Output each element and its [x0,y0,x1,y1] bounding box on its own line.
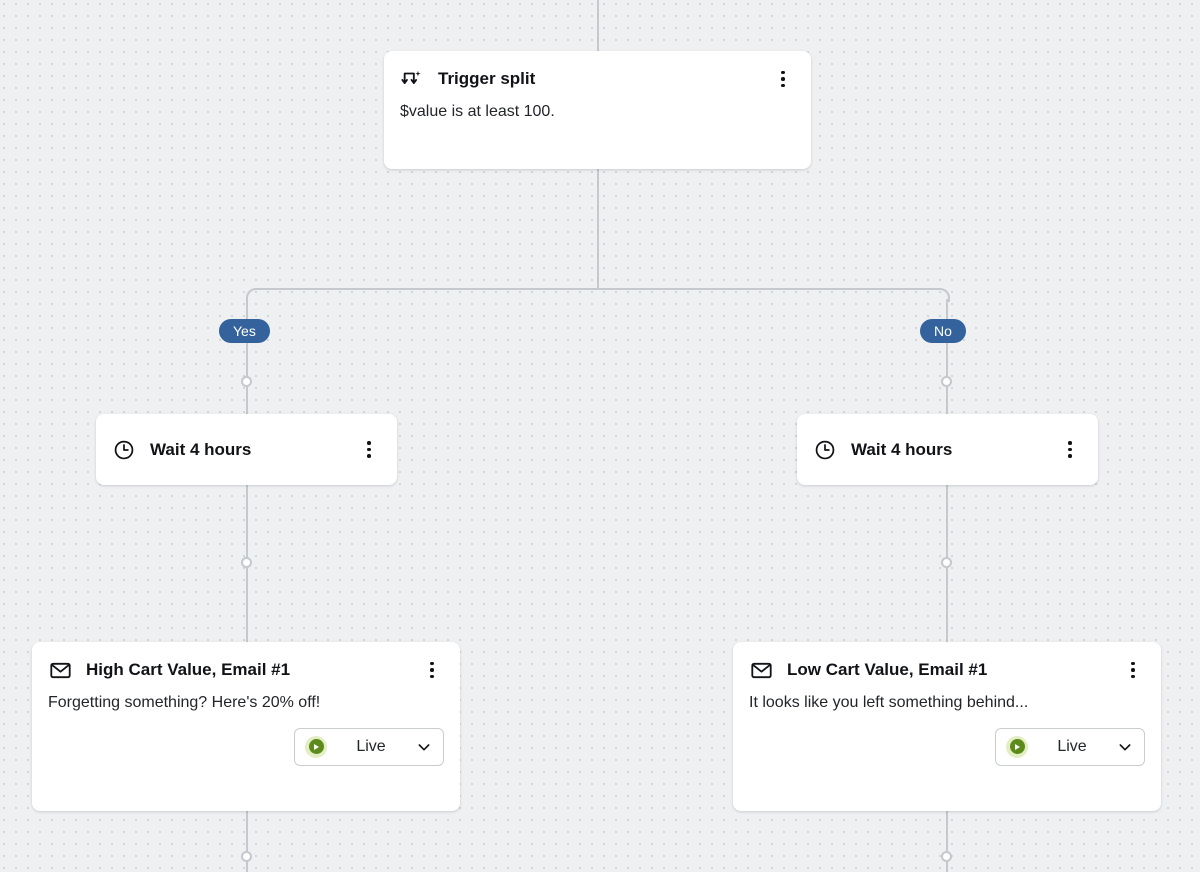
envelope-icon [48,658,72,682]
connector-trigger-out [597,169,599,289]
email-no-status-dropdown[interactable]: Live [995,727,1145,766]
email-no-header: Low Cart Value, Email #1 [733,642,1161,682]
node-card-email-high-cart[interactable]: High Cart Value, Email #1 Forgetting som… [32,642,460,811]
trigger-split-icon [400,67,424,91]
connector-trigger-in [597,0,599,51]
connector-yes-to-wait [246,299,248,414]
node-card-email-low-cart[interactable]: Low Cart Value, Email #1 It looks like y… [733,642,1161,811]
kebab-menu-icon[interactable] [1121,658,1145,682]
envelope-icon [749,658,773,682]
trigger-split-description: $value is at least 100. [400,103,555,120]
connector-no-to-wait [946,299,948,414]
kebab-menu-icon[interactable] [420,658,444,682]
wait-no-title: Wait 4 hours [851,439,953,459]
kebab-menu-icon[interactable] [1058,438,1082,462]
play-circle-icon [305,735,327,758]
connector-node-yes-middle [241,557,252,568]
connector-bus-left [257,288,598,290]
connector-corner-yes [246,288,260,302]
email-yes-description: Forgetting something? Here's 20% off! [48,694,321,711]
email-no-description: It looks like you left something behind.… [749,694,1029,711]
trigger-split-title: Trigger split [438,69,536,88]
kebab-menu-icon[interactable] [357,438,381,462]
connector-no-below-email [946,811,948,872]
connector-node-yes-lower [241,851,252,862]
node-card-wait-no[interactable]: Wait 4 hours [797,414,1098,485]
wait-yes-title: Wait 4 hours [150,439,252,459]
chevron-down-icon [415,738,433,756]
connector-bus-right [597,288,937,290]
clock-icon [112,438,136,462]
wait-no-header: Wait 4 hours [797,414,1098,485]
branch-label-no-text: No [934,323,952,339]
connector-node-no-upper [941,376,952,387]
connector-node-yes-upper [241,376,252,387]
connector-corner-no [936,288,950,302]
wait-yes-header: Wait 4 hours [96,414,397,485]
play-circle-icon [1006,735,1028,758]
connector-yes-below-email [246,811,248,872]
node-card-wait-yes[interactable]: Wait 4 hours [96,414,397,485]
email-no-footer: Live [733,714,1161,782]
email-yes-title: High Cart Value, Email #1 [86,660,291,679]
email-yes-status-label: Live [356,737,386,755]
branch-label-yes[interactable]: Yes [219,319,270,343]
email-yes-status-dropdown[interactable]: Live [294,727,444,766]
clock-icon [813,438,837,462]
chevron-down-icon [1116,738,1134,756]
trigger-split-header: Trigger split [384,51,811,91]
branch-label-no[interactable]: No [920,319,966,343]
email-no-status-label: Live [1057,737,1087,755]
node-card-trigger-split[interactable]: Trigger split $value is at least 100. [384,51,811,169]
kebab-menu-icon[interactable] [771,67,795,91]
branch-label-yes-text: Yes [233,323,256,339]
email-yes-footer: Live [32,714,460,782]
connector-node-no-middle [941,557,952,568]
connector-node-no-lower [941,851,952,862]
email-yes-header: High Cart Value, Email #1 [32,642,460,682]
email-no-title: Low Cart Value, Email #1 [787,660,988,679]
